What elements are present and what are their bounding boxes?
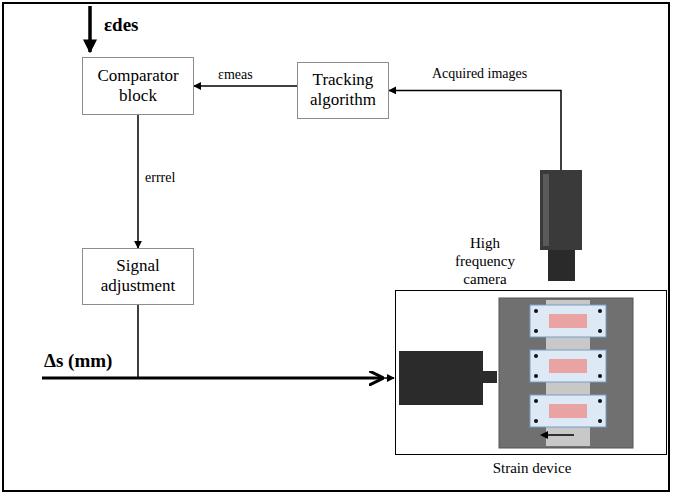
process-box: Signal adjustment	[82, 248, 194, 305]
input-arrow	[88, 6, 92, 52]
node-heading: High frequency camera	[440, 234, 530, 288]
screw	[598, 329, 602, 333]
edge-label: Acquired images	[432, 66, 527, 83]
node-text: Signal adjustment	[91, 256, 185, 297]
device-drawing	[396, 291, 666, 454]
camera-shade	[543, 174, 549, 246]
base-plate	[499, 298, 633, 448]
screw	[534, 399, 538, 403]
clamp	[530, 395, 606, 427]
strain-device: Strain device	[395, 290, 667, 455]
camera-lens	[548, 250, 575, 281]
process-box: Tracking algorithm	[297, 62, 389, 119]
camera-icon: High frequency camera	[535, 170, 587, 282]
screw	[598, 309, 602, 313]
node-text: Tracking algorithm	[306, 70, 380, 111]
screw	[598, 419, 602, 423]
actuator-rod	[483, 371, 497, 383]
outer-frame	[3, 3, 669, 491]
screw	[534, 354, 538, 358]
clamp	[530, 350, 606, 382]
signal-arrow	[194, 85, 297, 87]
process-box: Comparator block	[82, 57, 194, 115]
displacement-label: Δs (mm)	[44, 350, 112, 373]
input-label: εdes	[104, 14, 139, 37]
sample	[549, 404, 587, 418]
motion-arrowhead	[540, 431, 548, 439]
node-text: Comparator block	[91, 66, 185, 107]
camera-drawing	[535, 170, 587, 282]
signal-arrow	[138, 305, 394, 378]
node-heading: Strain device	[452, 459, 612, 477]
camera-body	[540, 170, 582, 250]
screw	[534, 374, 538, 378]
clamp	[530, 305, 606, 337]
signal-arrow	[137, 115, 139, 248]
sample	[549, 359, 587, 373]
screw	[598, 399, 602, 403]
screw	[534, 309, 538, 313]
sample	[549, 314, 587, 328]
signal-arrow	[389, 90, 561, 170]
signal-label: errrel	[145, 170, 175, 187]
screw	[534, 329, 538, 333]
screw	[598, 354, 602, 358]
screw	[534, 419, 538, 423]
signal-label: εmeas	[218, 67, 253, 84]
actuator	[399, 351, 483, 405]
screw	[598, 374, 602, 378]
